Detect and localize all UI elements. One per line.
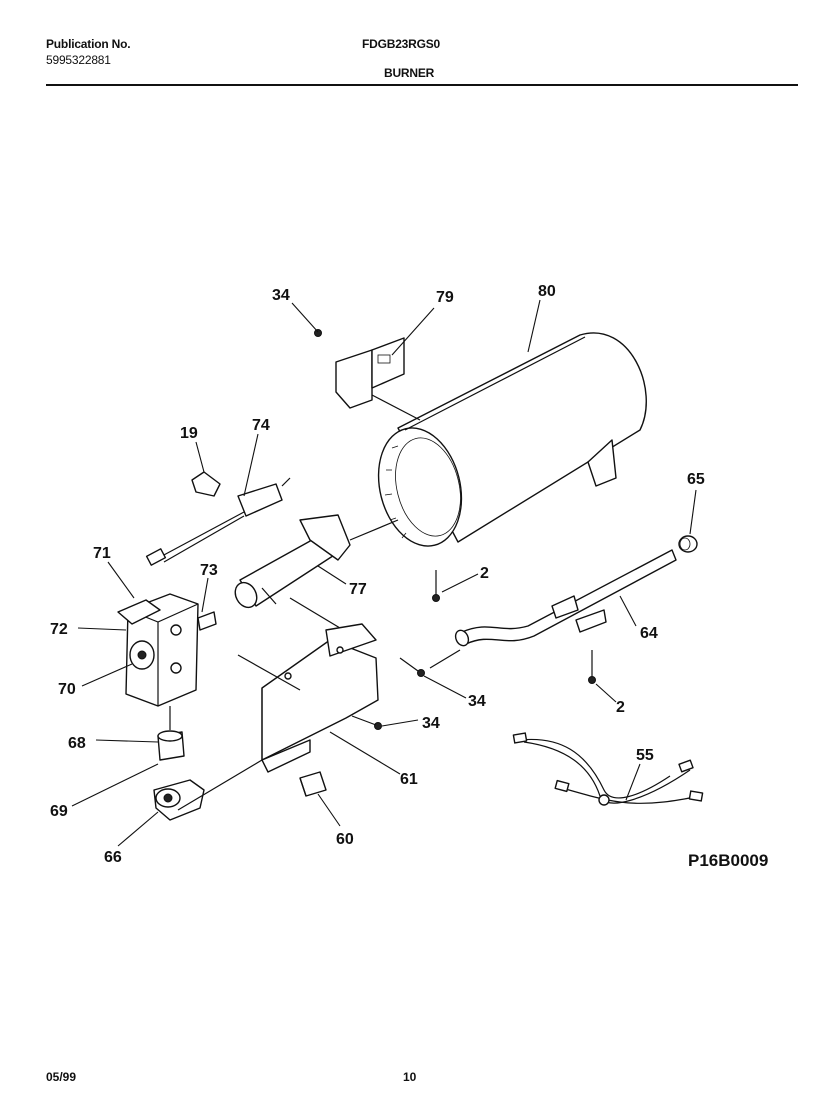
callout-64: 64 [640,625,658,642]
leader-lines [71,299,697,847]
gas-valve [117,593,217,707]
callout-34-lower: 34 [422,715,440,732]
model-number: FDGB23RGS0 [362,37,441,51]
publication-number: 5995322881 [46,53,111,67]
callout-70: 70 [58,681,76,698]
callout-72: 72 [50,621,68,638]
callout-61: 61 [400,771,418,788]
footer-page-number: 10 [403,1070,417,1084]
burner-bracket [177,623,379,811]
screw-2-upper [432,570,440,602]
callout-79: 79 [436,289,454,306]
callout-66: 66 [104,849,122,866]
callout-2-lower: 2 [616,699,625,716]
flame-sensor-bracket [335,337,421,421]
combustion-chamber [377,332,647,547]
callout-labels: 34 79 80 19 74 65 71 73 77 2 72 64 70 34… [50,283,768,870]
wire-harness [512,732,704,806]
igniter-assembly [145,471,291,566]
section-title: BURNER [384,66,435,80]
callout-77: 77 [349,581,367,598]
clip-60 [299,771,327,797]
callout-2-upper: 2 [480,565,489,582]
callout-68: 68 [68,735,86,752]
callout-55: 55 [636,747,654,764]
callout-60: 60 [336,831,354,848]
orifice-cap [678,535,698,553]
screw-34-lower [351,715,382,730]
callout-19: 19 [180,425,198,442]
figure-code: P16B0009 [688,851,768,870]
screw-2-lower [588,650,596,684]
callout-71: 71 [93,545,111,562]
burner-tube [234,514,399,641]
inlet-fittings [153,706,205,821]
footer-date: 05/99 [46,1070,77,1084]
callout-65: 65 [687,471,705,488]
screw-34-right [399,657,425,677]
callout-80: 80 [538,283,556,300]
callout-73: 73 [200,562,218,579]
callout-34-right: 34 [468,693,486,710]
screw-34-top [314,329,322,337]
header-rule [46,84,798,86]
publication-label: Publication No. [46,37,131,51]
callout-69: 69 [50,803,68,820]
manifold-pipe [429,549,677,669]
callout-34-top: 34 [272,287,290,304]
callout-74: 74 [252,417,270,434]
